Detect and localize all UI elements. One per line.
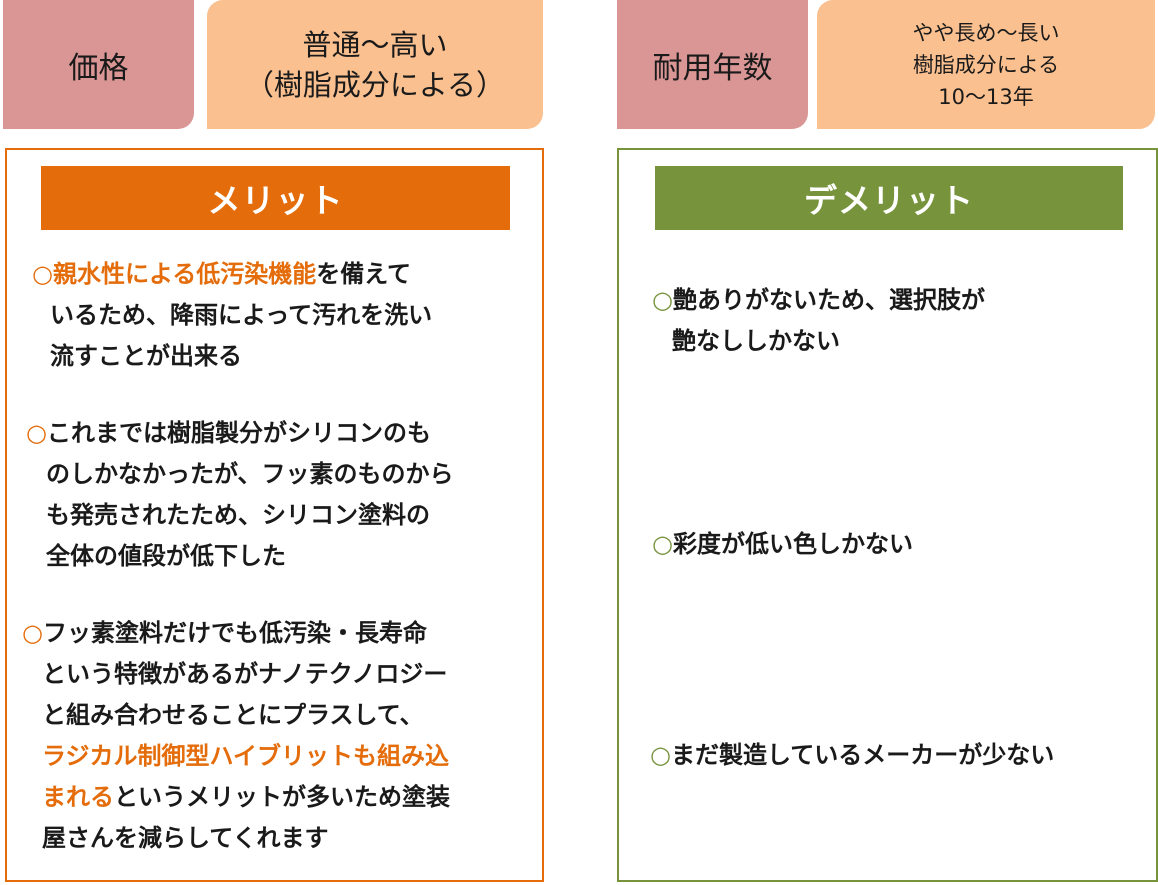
demerit-title: デメリット [655,166,1123,230]
merit-item-2-line-2: のしかなかったが、フッ素のものから [46,460,454,488]
circle-bullet-icon: ○ [650,741,671,769]
demerit-item-3-line-1: まだ製造しているメーカーが少ない [670,741,1055,769]
price-value-line-1: 普通〜高い [302,27,448,62]
merit-item-3-line-2: という特徴があるがナノテクノロジー [42,660,448,688]
circle-bullet-icon: ○ [652,530,673,558]
merit-item-1-line-3: 流すことが出来る [50,342,242,370]
merit-item-1-text: を備えて [316,260,412,288]
price-value-line-2: （樹脂成分による） [244,67,506,102]
merit-item-1-line-2: いるため、降雨によって汚れを洗い [50,301,433,329]
demerit-item-1: ○艶ありがないため、選択肢が 艶なししかない [652,280,985,362]
merit-item-2-line-4: 全体の値段が低下した [46,542,286,570]
price-label-box: 価格 [3,0,194,129]
merit-item-2: ○これまでは樹脂製分がシリコンのも のしかなかったが、フッ素のものから も発売さ… [26,413,454,577]
merit-item-3-line-5: というメリットが多いため塗装 [114,783,450,811]
durability-value-line-2: 樹脂成分による [912,52,1060,77]
demerit-item-1-line-2: 艶なししかない [672,327,840,355]
merit-item-3-line-1: フッ素塗料だけでも低汚染・長寿命 [42,619,427,647]
circle-bullet-icon: ○ [652,286,673,314]
price-value-box: 普通〜高い （樹脂成分による） [207,0,543,129]
durability-label: 耐用年数 [652,50,773,86]
merit-item-2-line-1: これまでは樹脂製分がシリコンのも [46,419,431,447]
circle-bullet-icon: ○ [32,260,53,288]
merit-item-3-line-6: 屋さんを減らしてくれます [42,824,329,852]
durability-label-box: 耐用年数 [617,0,808,129]
price-label: 価格 [68,50,129,86]
merit-item-3-line-4: ラジカル制御型ハイブリットも組み込 [42,742,450,770]
demerit-item-2: ○彩度が低い色しかない [652,524,913,565]
durability-value-box: やや長め〜長い 樹脂成分による 10〜13年 [817,0,1155,129]
merit-item-3-highlight: まれる [42,783,114,811]
demerit-item-2-line-1: 彩度が低い色しかない [672,530,913,558]
circle-bullet-icon: ○ [26,419,47,447]
demerit-item-3: ○まだ製造しているメーカーが少ない [650,735,1054,776]
durability-value-line-1: やや長め〜長い [912,20,1060,45]
merit-item-1: ○親水性による低汚染機能を備えて いるため、降雨によって汚れを洗い 流すことが出… [32,254,432,377]
merit-item-3-line-3: と組み合わせることにプラスして、 [42,701,424,729]
durability-value-line-3: 10〜13年 [938,84,1034,109]
merit-item-3: ○フッ素塗料だけでも低汚染・長寿命 という特徴があるがナノテクノロジー と組み合… [22,613,450,859]
merit-item-1-highlight: 親水性による低汚染機能 [52,260,317,288]
merit-item-2-line-3: も発売されたため、シリコン塗料の [46,501,430,529]
merit-panel [5,148,544,882]
demerit-panel [617,148,1158,882]
circle-bullet-icon: ○ [22,619,43,647]
merit-title: メリット [41,166,510,230]
demerit-item-1-line-1: 艶ありがないため、選択肢が [672,286,985,314]
